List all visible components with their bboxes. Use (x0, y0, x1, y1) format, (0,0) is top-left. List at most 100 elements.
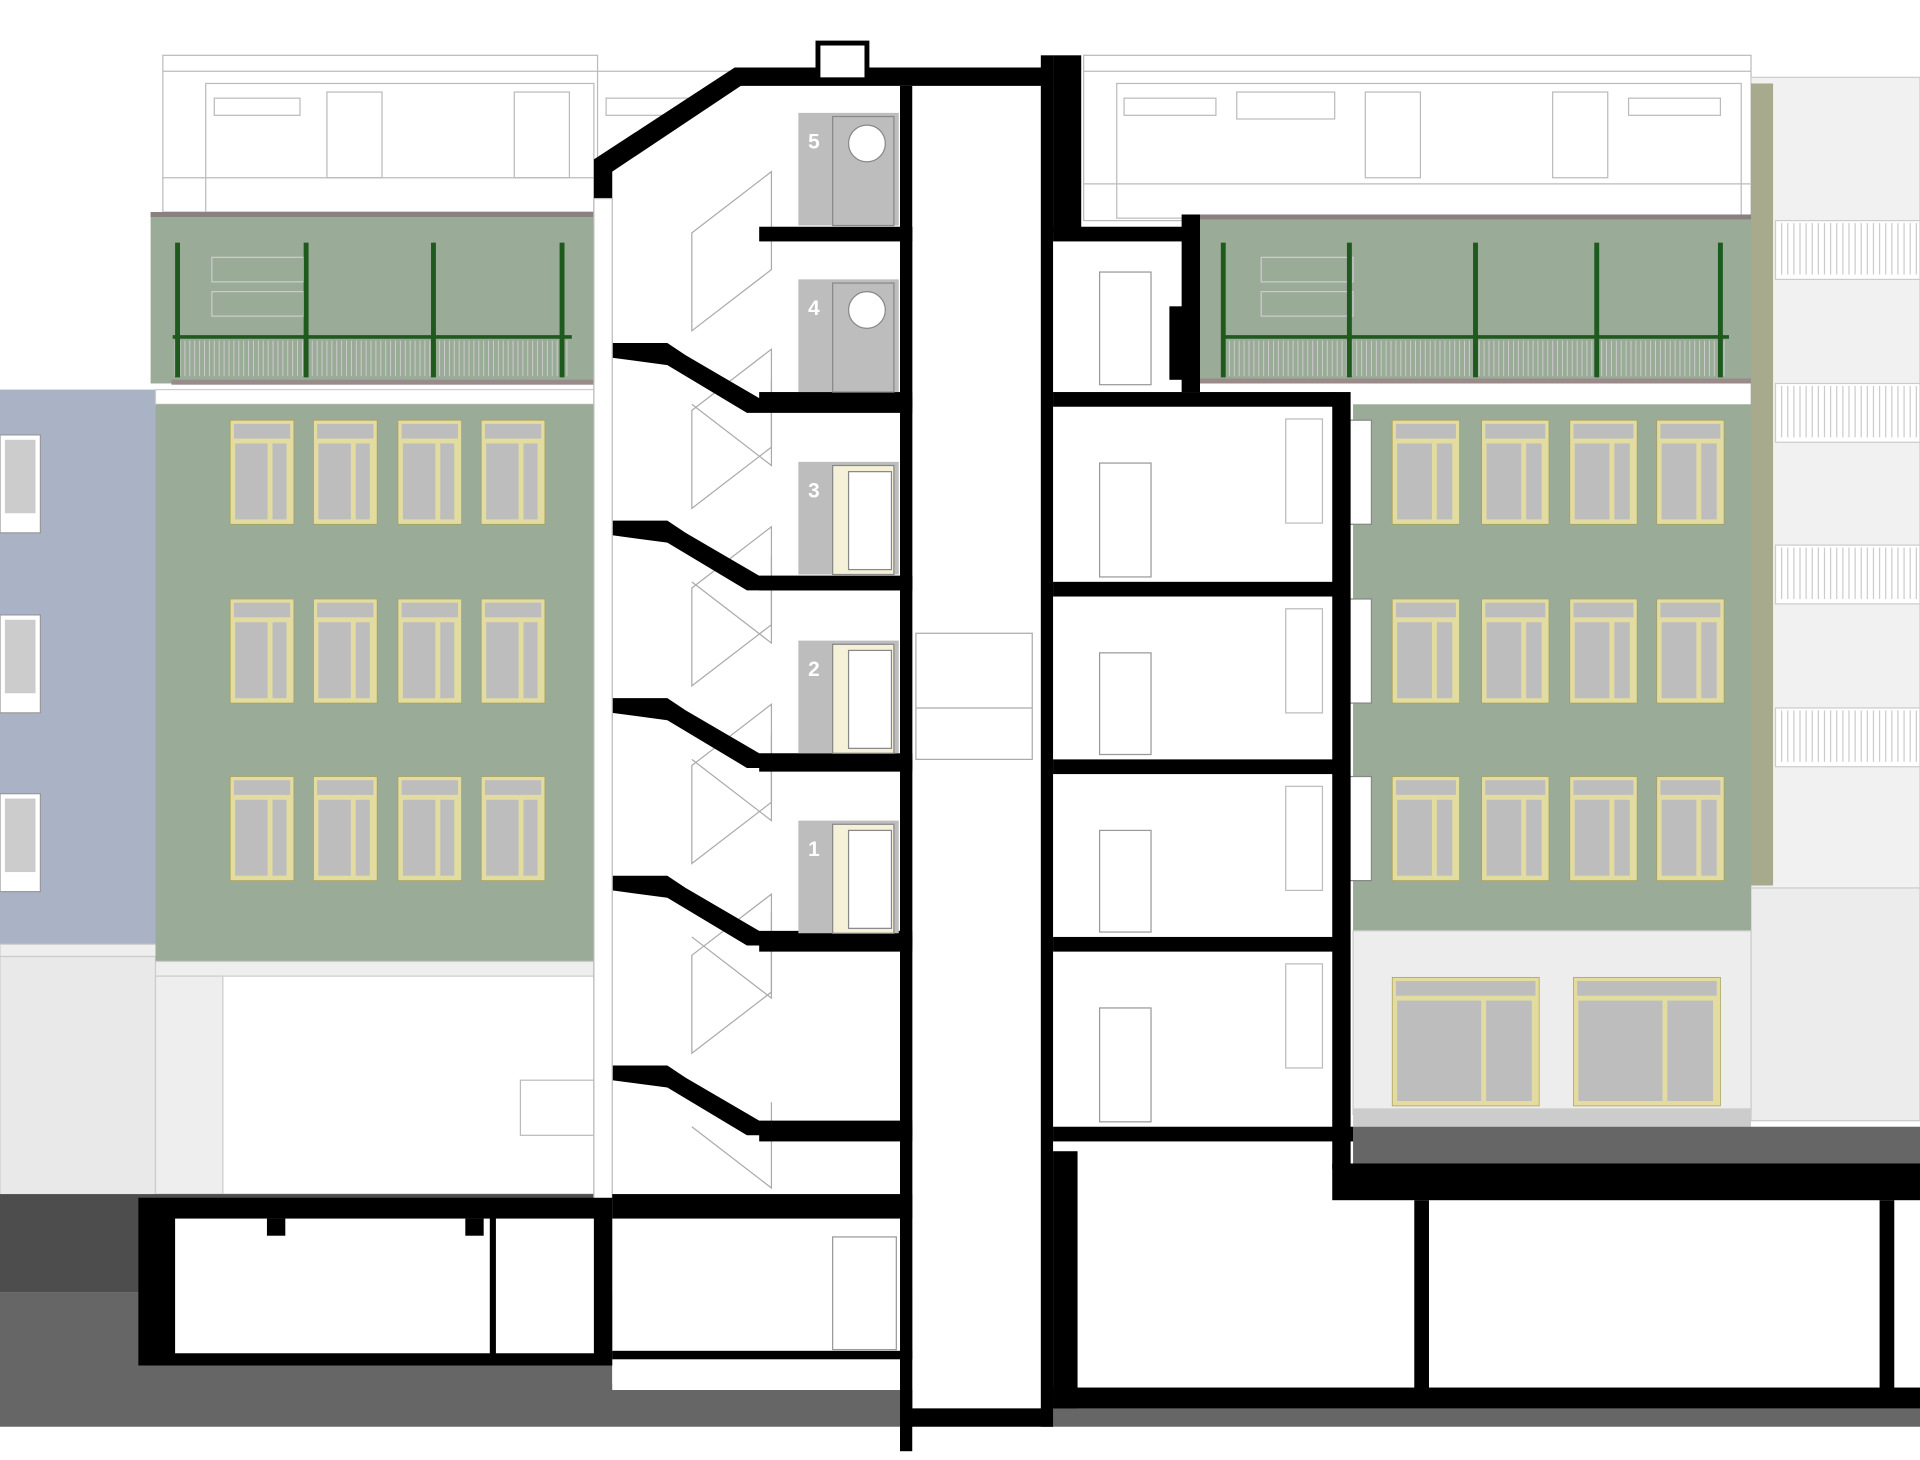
window-reveal (1285, 418, 1324, 524)
neighbor-building-left (0, 389, 173, 1196)
floor-slab (1053, 759, 1335, 775)
window-pane (1661, 443, 1697, 520)
window-transom (1395, 780, 1456, 795)
stair-railing (691, 703, 773, 865)
window-pane (272, 443, 287, 520)
neighbor-building-right (1750, 76, 1920, 1122)
window-pane (1526, 443, 1542, 520)
stair-flight-cut (612, 520, 913, 591)
roof-window-outline (1260, 256, 1354, 283)
floor-label-5: 5 (808, 130, 820, 153)
door (1098, 271, 1152, 386)
window-pane (355, 443, 370, 520)
window-pane (523, 443, 538, 520)
basement-left (138, 1197, 613, 1366)
window-pane (4, 798, 36, 873)
upper-outline-right (1083, 54, 1752, 222)
window-transom (233, 780, 291, 795)
window-pane (523, 799, 538, 876)
window-transom (1395, 602, 1456, 618)
stair-flight-cut (612, 698, 913, 768)
window-pane (318, 622, 351, 699)
floor-slab (1053, 392, 1335, 407)
window-transom (1395, 423, 1456, 439)
window-pane (486, 622, 519, 699)
door-porthole (847, 124, 886, 163)
window-pane (1574, 799, 1610, 876)
window-pane (1436, 443, 1453, 520)
window-transom (317, 602, 374, 618)
window-transom (317, 780, 374, 795)
window-reveal (1285, 785, 1324, 892)
stair-railing (691, 170, 773, 333)
window-pane (440, 443, 455, 520)
floor-label-1: 1 (808, 838, 820, 861)
floor-slab (759, 575, 913, 591)
window-pane (1574, 443, 1610, 520)
door-porthole (847, 291, 886, 329)
railing-post (431, 242, 436, 378)
window-transom (317, 423, 374, 439)
window-reveal (1285, 963, 1324, 1069)
window-pane (235, 443, 268, 520)
window-pane (318, 799, 351, 876)
window-pane (1574, 622, 1610, 699)
window-pane (1701, 622, 1717, 699)
door-glass (847, 649, 893, 749)
window-pane (1661, 622, 1697, 699)
window-transom (484, 423, 542, 439)
window-pane (1397, 799, 1432, 876)
floor-slab (759, 226, 913, 242)
window-pane (1486, 1000, 1532, 1102)
floor-label-3: 3 (808, 479, 820, 502)
window-transom (401, 780, 458, 795)
window-transom (1395, 981, 1536, 996)
window-pane (486, 799, 519, 876)
door-glass (847, 471, 893, 571)
window-transom (484, 780, 542, 795)
floor-label-2: 2 (808, 658, 820, 681)
window-pane (440, 622, 455, 699)
door (832, 1236, 897, 1351)
window-transom (233, 602, 291, 618)
window-transom (1660, 423, 1721, 439)
railing-post (1473, 242, 1478, 378)
stair-railing (691, 892, 773, 1055)
window-transom (1485, 423, 1546, 439)
window-pane (402, 443, 436, 520)
door-glass (847, 829, 893, 929)
window-pane (1436, 799, 1453, 876)
floor-slab (1053, 936, 1335, 952)
window-pane (355, 622, 370, 699)
window-pane (1614, 799, 1630, 876)
door (1098, 1007, 1152, 1123)
window-transom (1573, 423, 1634, 439)
window-pane (272, 799, 287, 876)
roof-window-outline (1260, 291, 1354, 317)
window-pane (1397, 1000, 1482, 1102)
window-pane (1397, 622, 1432, 699)
window-pane (235, 622, 268, 699)
window-transom (1485, 780, 1546, 795)
door (1098, 829, 1152, 933)
window-pane (402, 799, 436, 876)
window-reveal (1285, 608, 1324, 714)
window-transom (1660, 780, 1721, 795)
floor-label-4: 4 (808, 297, 820, 320)
window-pane (1526, 622, 1542, 699)
window-pane (486, 443, 519, 520)
section-rooms-right (832, 55, 1920, 1409)
stair-flight-cut (612, 1065, 913, 1136)
railing-post (1717, 242, 1723, 378)
window-pane (402, 622, 436, 699)
window-pane (1661, 799, 1697, 876)
floor-slab (759, 936, 913, 952)
door (1098, 652, 1152, 756)
window-pane (1614, 622, 1630, 699)
railing-post (1594, 242, 1600, 378)
stair-railing (691, 525, 773, 688)
window-pane (4, 439, 36, 514)
railing-post (1220, 242, 1226, 378)
